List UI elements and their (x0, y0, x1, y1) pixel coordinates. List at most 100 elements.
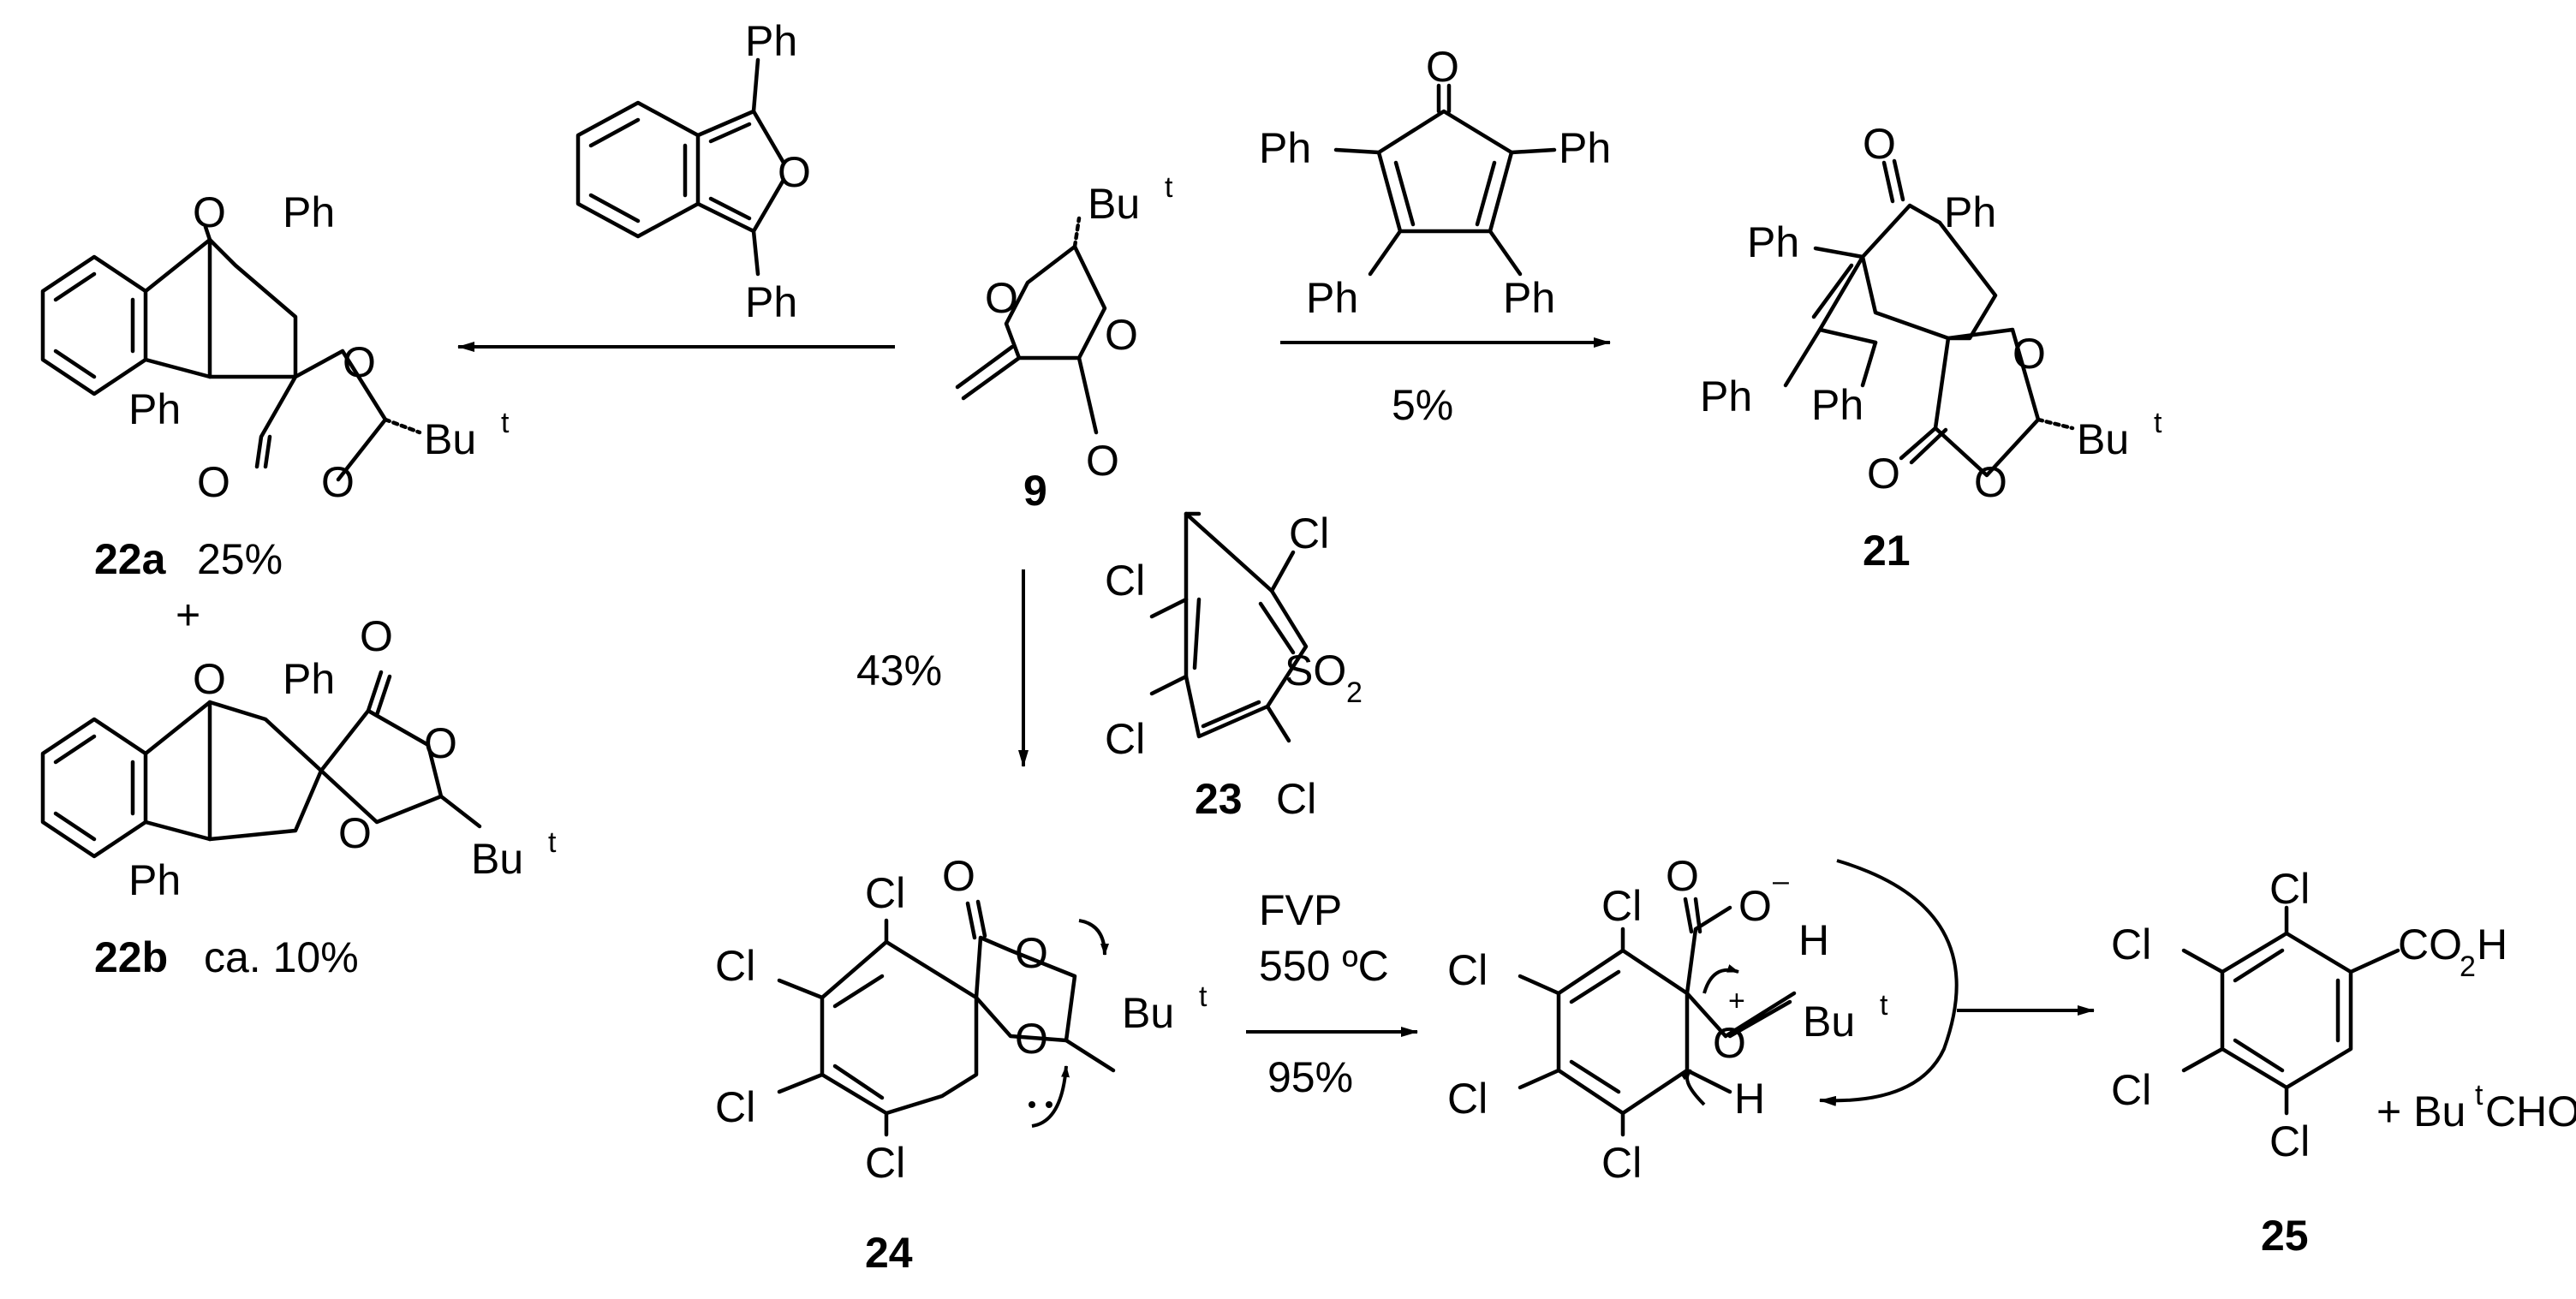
atom-t: t (1165, 171, 1173, 204)
atom-t: t (2475, 1079, 2484, 1111)
atom-o: O (942, 852, 975, 900)
atom-t: t (548, 826, 557, 859)
atom-t: t (2154, 407, 2162, 439)
atom-cl: Cl (1105, 557, 1145, 605)
atom-cl: Cl (2269, 865, 2310, 913)
atom-ph: Ph (1259, 124, 1311, 172)
atom-o: O (193, 655, 226, 703)
yield-22a: 25% (197, 535, 283, 583)
atom-h: H (2477, 921, 2507, 968)
atom-ph: Ph (1944, 188, 1996, 236)
atom-cl: Cl (1601, 882, 1642, 930)
atom-2: 2 (2460, 950, 2476, 983)
atom-o: O (1974, 458, 2007, 506)
atom-ph: Ph (128, 856, 181, 904)
compound-label-23: 23 (1195, 775, 1243, 823)
atom-o: O (1666, 852, 1699, 900)
atom-ph: Ph (1747, 218, 1799, 266)
charge-minus: – (1773, 865, 1789, 897)
atom-o: O (778, 148, 811, 196)
atom-cl: Cl (1289, 509, 1329, 557)
atom-ph: Ph (745, 17, 797, 65)
atom-2: 2 (1346, 676, 1363, 709)
atom-o: O (1863, 120, 1896, 168)
yield-22b: ca. 10% (204, 933, 359, 981)
atom-h: H (1798, 916, 1829, 964)
compound-23: Cl Cl SO 2 Cl Cl 23 (1105, 509, 1363, 823)
atom-cl: Cl (715, 1083, 755, 1131)
atom-t: t (1880, 989, 1888, 1022)
atom-cl: Cl (2111, 921, 2151, 968)
atom-ph: Ph (1503, 274, 1555, 322)
atom-bu: Bu (2077, 415, 2129, 463)
atom-o: O (343, 338, 376, 386)
atom-o: O (1738, 882, 1772, 930)
diphenylisobenzofuran: O Ph Ph (575, 17, 811, 326)
atom-ph: Ph (745, 278, 797, 326)
atom-o: O (1105, 311, 1138, 359)
compound-9: Bu t O O O 9 (955, 171, 1173, 515)
atom-cl: Cl (1447, 1075, 1488, 1123)
compound-label-24: 24 (865, 1229, 913, 1277)
atom-cl: Cl (865, 869, 905, 917)
atom-o: O (1713, 1019, 1746, 1067)
yield-24: 43% (856, 647, 942, 694)
atom-o: O (424, 719, 457, 767)
atom-o: O (197, 458, 230, 506)
compound-22b: O Ph Ph O O O Bu t 22b ca. 10% (40, 612, 557, 981)
atom-o: O (1086, 437, 1119, 485)
atom-bu: Bu (1122, 989, 1174, 1037)
atom-o: O (360, 612, 393, 660)
atom-o: O (1015, 929, 1048, 977)
atom-o: O (193, 188, 226, 236)
compound-24: Cl Cl Cl Cl O O O Bu t 24 (715, 852, 1208, 1277)
atom-cl: Cl (865, 1139, 905, 1187)
atom-h: H (1734, 1075, 1765, 1123)
atom-ph: Ph (1811, 381, 1863, 429)
compound-21: O Ph Ph Ph Ph O O O Bu t 21 (1700, 120, 2162, 575)
atom-o: O (1015, 1015, 1048, 1063)
atom-cl: Cl (1105, 715, 1145, 763)
atom-co: CO (2398, 921, 2462, 968)
condition-temperature: 550 ºC (1259, 942, 1389, 990)
atom-cl: Cl (715, 942, 755, 990)
atom-o: O (321, 458, 355, 506)
compound-25: Cl Cl Cl Cl CO 2 H + Bu t CHO 25 (2111, 865, 2576, 1260)
atom-o: O (1426, 43, 1459, 91)
compound-label-22b: 22b (94, 933, 168, 981)
byproduct-cho: CHO (2485, 1087, 2576, 1135)
condition-yield: 95% (1267, 1053, 1353, 1101)
atom-o: O (985, 274, 1018, 322)
atom-cl: Cl (1276, 775, 1316, 823)
atom-o: O (338, 809, 372, 857)
atom-o: O (2012, 330, 2046, 378)
atom-ph: Ph (283, 188, 335, 236)
plus-sign: + (176, 591, 200, 639)
atom-cl: Cl (1447, 946, 1488, 994)
yield-21: 5% (1392, 381, 1453, 429)
atom-bu: Bu (1088, 180, 1140, 228)
atom-ph: Ph (283, 655, 335, 703)
compound-22a: O Ph Ph O O O Bu t 22a 25% + (40, 188, 510, 639)
atom-cl: Cl (2111, 1066, 2151, 1114)
compound-label-22a: 22a (94, 535, 167, 583)
atom-ph: Ph (1559, 124, 1611, 172)
intermediate-zwitterion: Cl Cl Cl Cl O O – O + H Bu t H (1447, 852, 1959, 1187)
tetraphenylcyclopentadienone: O Ph Ph Ph Ph (1259, 43, 1611, 322)
atom-t: t (501, 407, 510, 439)
atom-cl: Cl (2269, 1117, 2310, 1165)
atom-ph: Ph (1700, 372, 1752, 420)
atom-bu: Bu (471, 835, 523, 883)
compound-label-25: 25 (2261, 1212, 2309, 1260)
condition-fvp: FVP (1259, 886, 1342, 934)
atom-ph: Ph (128, 385, 181, 433)
byproduct-plus-bu: + Bu (2376, 1087, 2466, 1135)
atom-t: t (1199, 980, 1208, 1013)
atom-ph: Ph (1306, 274, 1358, 322)
atom-bu: Bu (1803, 998, 1855, 1046)
atom-bu: Bu (424, 415, 476, 463)
atom-o: O (1867, 450, 1900, 498)
compound-label-9: 9 (1023, 467, 1047, 515)
atom-cl: Cl (1601, 1139, 1642, 1187)
